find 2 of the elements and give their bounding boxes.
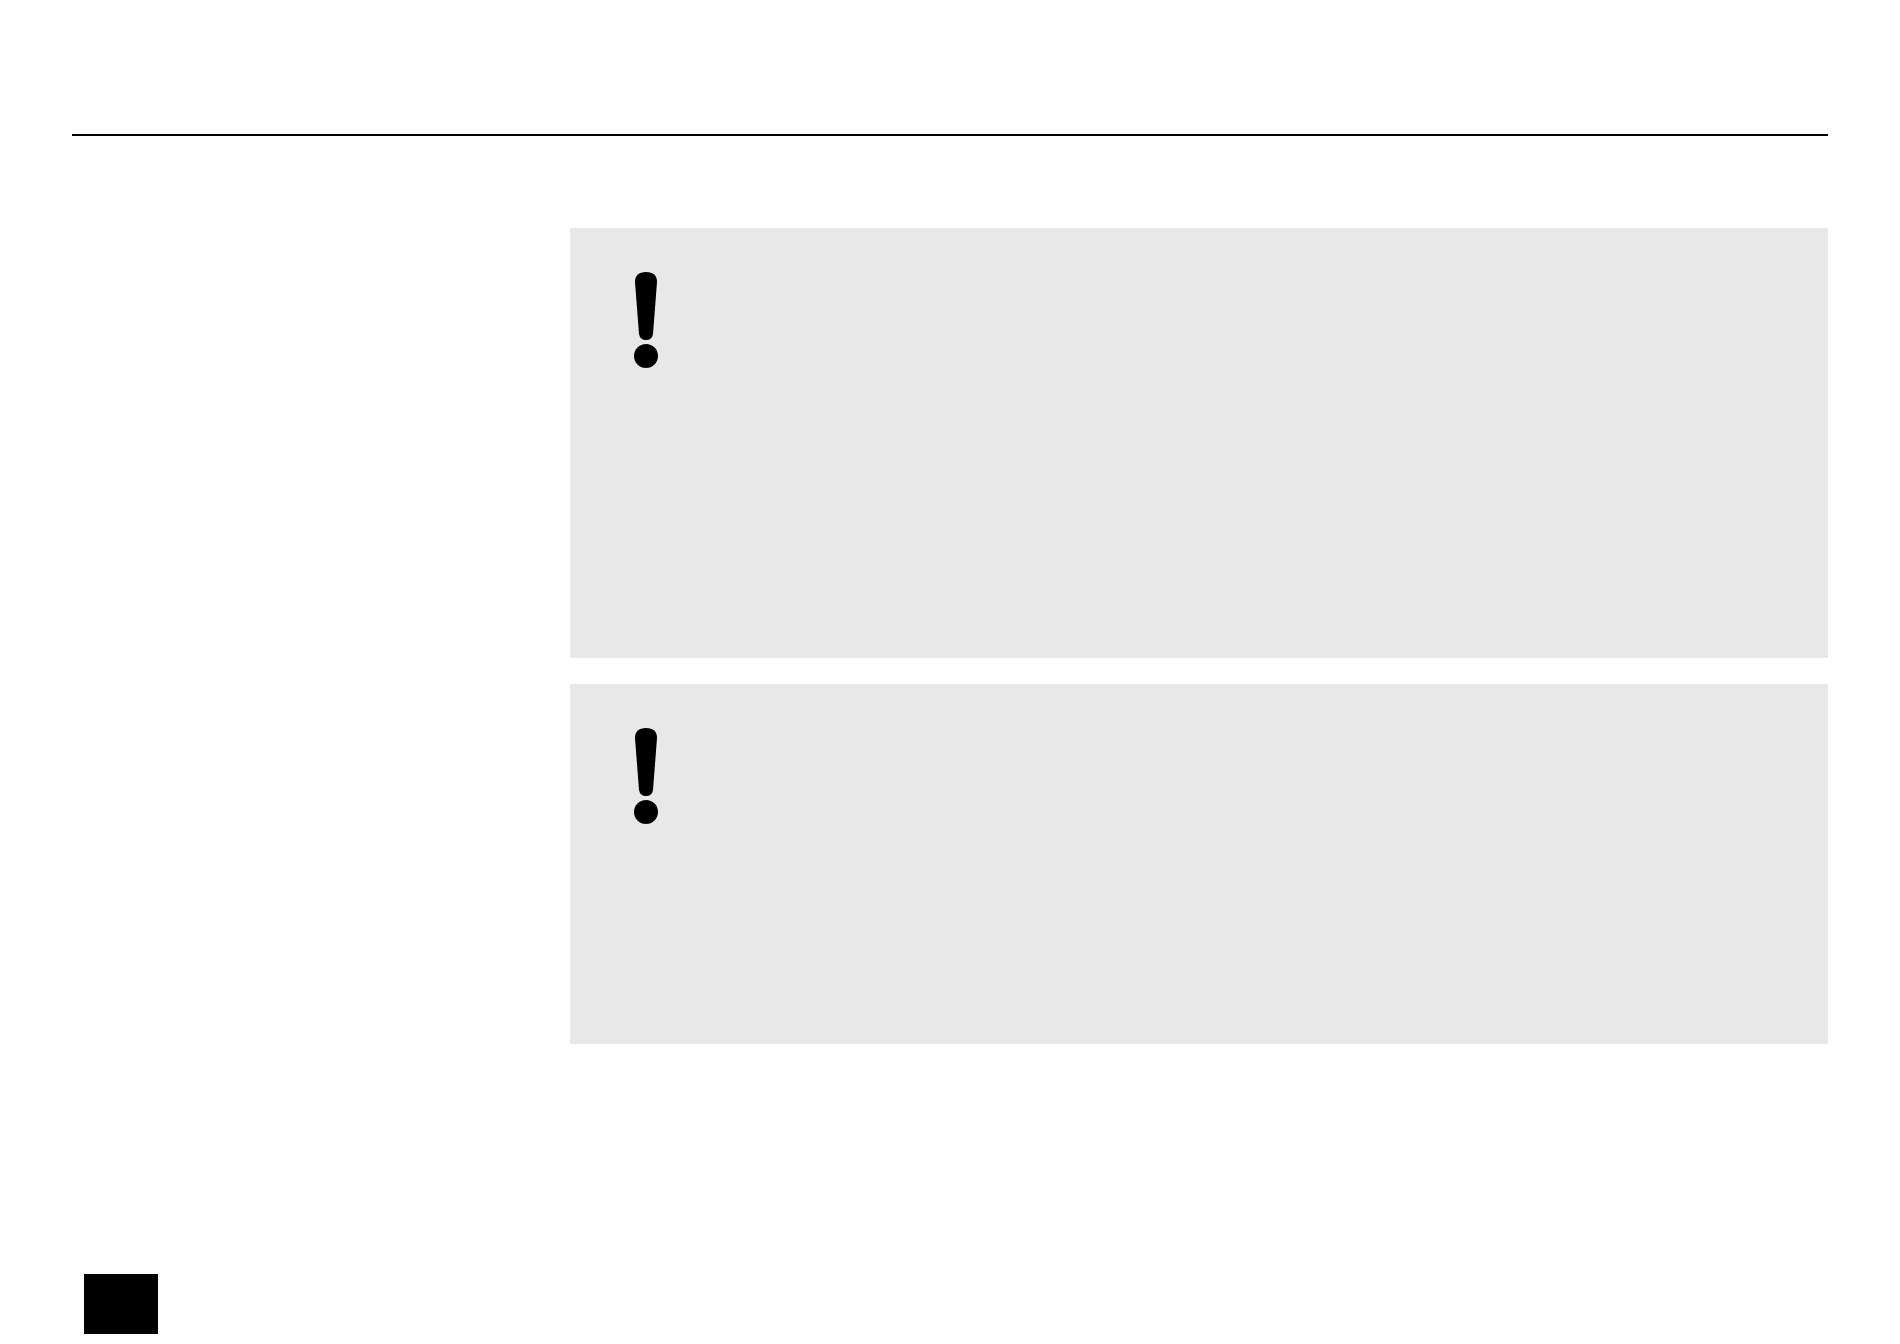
note-panel <box>570 684 1828 1044</box>
note-panel <box>570 228 1828 658</box>
